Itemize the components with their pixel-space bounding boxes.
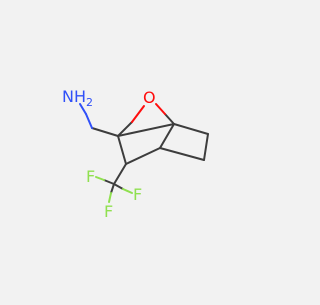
amine-label-subscript: 2: [86, 96, 93, 109]
structure-canvas: NH2 O F F F: [62, 87, 209, 221]
bond-c2-c5: [117, 123, 175, 137]
bond-cf3-f3-c-half: [110, 183, 115, 194]
bond-n-ch2-n-half: [85, 113, 93, 129]
bond-cf3-f2-f-half: [122, 188, 133, 194]
bond-c2-c3: [117, 135, 127, 165]
bond-c4-c5: [159, 123, 175, 149]
molecule-structure: NH2 O F F F: [62, 87, 209, 221]
bond-cf3-f2-c-half: [113, 183, 124, 190]
bond-c2-o-o-half: [131, 105, 145, 123]
amine-label: NH2: [62, 87, 93, 109]
bond-c3-c4: [125, 147, 161, 165]
bond-cf3-f3-f-half: [108, 192, 112, 203]
bond-c5-o-o-half: [155, 103, 166, 115]
bond-c4-c7: [159, 147, 205, 161]
bond-ch2-c2: [91, 127, 119, 137]
amine-label-main: NH: [62, 87, 86, 106]
bond-cf3-f1-f-half: [95, 176, 105, 181]
fluorine-label-2: F: [133, 185, 142, 204]
bond-c5-c6: [173, 123, 209, 135]
bond-c5-o-c-half: [164, 113, 175, 125]
oxygen-label: O: [143, 88, 156, 107]
bond-n-ch2-n-end: [79, 103, 87, 115]
bond-c2-o-c-half: [117, 121, 133, 137]
bond-c6-c7: [203, 133, 209, 161]
fluorine-label-3: F: [104, 202, 113, 221]
fluorine-label-1: F: [86, 167, 95, 186]
bond-c3-cf3: [113, 163, 127, 185]
bond-cf3-f1-c-half: [103, 179, 115, 185]
